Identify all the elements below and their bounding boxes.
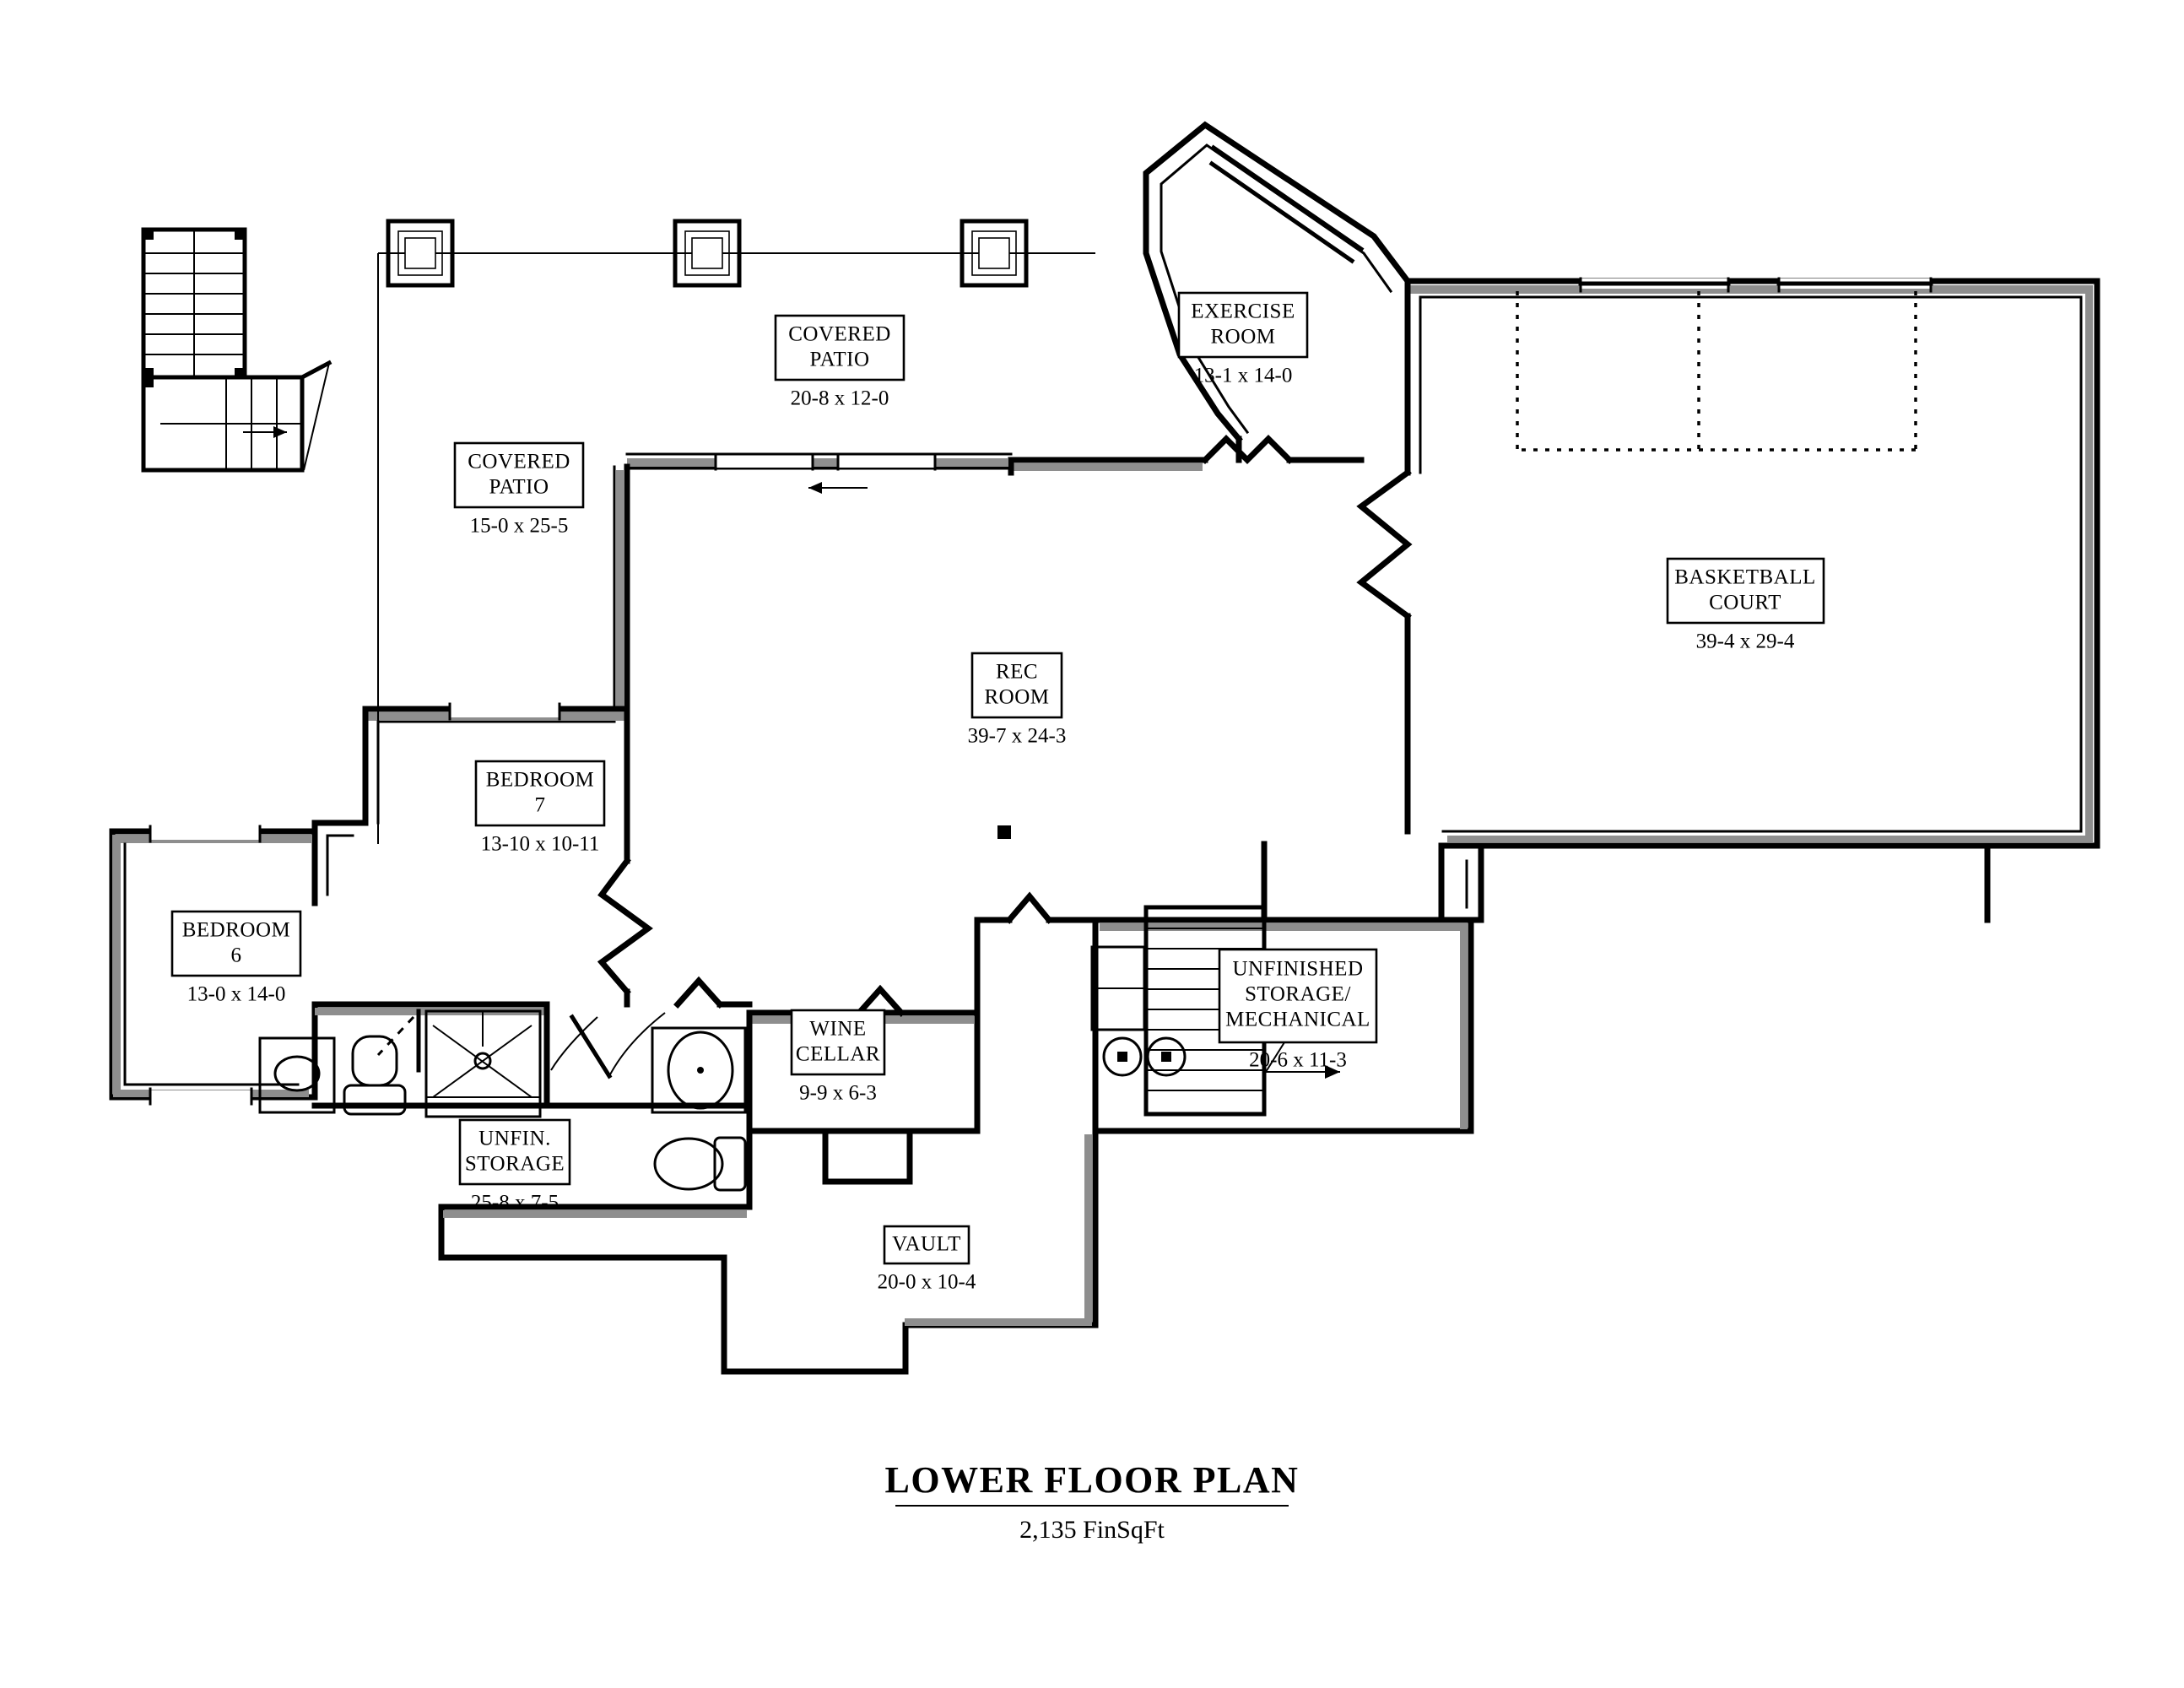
room-dimensions: 39-7 x 24-3: [968, 725, 1067, 748]
room-label-line: PATIO: [809, 349, 869, 371]
room-label-exercise-room: EXERCISE ROOM 13-1 x 14-0: [1177, 291, 1309, 387]
room-dimensions: 20-6 x 11-3: [1249, 1049, 1347, 1072]
room-label-line: BEDROOM: [486, 769, 595, 792]
shower: [424, 1009, 542, 1118]
room-dimensions: 25-8 x 7-5: [471, 1192, 559, 1215]
patio-columns: [386, 219, 1029, 288]
room-label-line: 6: [231, 944, 242, 967]
room-label-line: STORAGE: [465, 1153, 565, 1176]
plan-marker: [997, 825, 1011, 839]
room-label-line: COVERED: [468, 451, 570, 473]
room-label-rec-room: REC ROOM 39-7 x 24-3: [968, 652, 1067, 748]
room-dimensions: 20-8 x 12-0: [791, 387, 889, 410]
room-label-line: BASKETBALL: [1674, 566, 1816, 589]
room-labels: BASKETBALL COURT 39-4 x 29-4 EXERCISE RO…: [170, 291, 1825, 1294]
room-label-line: REC: [996, 661, 1038, 684]
exterior-stair: [141, 227, 332, 473]
mechanical-fixtures: [1090, 945, 1187, 1077]
room-label-vault: VAULT 20-0 x 10-4: [878, 1225, 976, 1294]
page-title: LOWER FLOOR PLAN: [885, 1459, 1300, 1501]
room-label-line: ROOM: [1210, 326, 1275, 349]
room-label-line: WINE: [809, 1018, 866, 1041]
room-label-line: UNFIN.: [478, 1128, 551, 1150]
room-dimensions: 13-10 x 10-11: [481, 833, 600, 856]
room-label-line: 7: [535, 794, 546, 817]
room-label-line: ROOM: [984, 686, 1049, 709]
room-dimensions: 15-0 x 25-5: [470, 515, 569, 538]
room-label-basketball-court: BASKETBALL COURT 39-4 x 29-4: [1666, 557, 1825, 653]
room-dimensions: 20-0 x 10-4: [878, 1271, 976, 1294]
room-label-unfin-storage: UNFIN. STORAGE 25-8 x 7-5: [458, 1118, 571, 1215]
room-label-line: VAULT: [892, 1233, 961, 1256]
bath-1-fixtures: [569, 1012, 747, 1192]
room-label-line: COURT: [1709, 592, 1781, 614]
water-heater: [1102, 1036, 1143, 1077]
room-label-covered-patio-2: COVERED PATIO 15-0 x 25-5: [453, 441, 585, 538]
patio-column: [386, 219, 455, 288]
page-subtitle: 2,135 FinSqFt: [1019, 1516, 1165, 1544]
room-label-wine-cellar: WINE CELLAR 9-9 x 6-3: [790, 1009, 886, 1105]
patio-column: [960, 219, 1029, 288]
room-label-line: CELLAR: [796, 1043, 880, 1066]
toilet: [653, 1136, 747, 1192]
room-label-line: UNFINISHED: [1233, 958, 1364, 981]
room-dimensions: 39-4 x 29-4: [1696, 630, 1795, 653]
room-dimensions: 9-9 x 6-3: [799, 1082, 877, 1105]
room-label-line: EXERCISE: [1191, 300, 1295, 323]
room-label-line: PATIO: [489, 476, 549, 499]
room-label-bedroom-6: BEDROOM 6 13-0 x 14-0: [170, 910, 302, 1006]
room-dimensions: 13-0 x 14-0: [187, 983, 286, 1006]
room-label-bedroom-7: BEDROOM 7 13-10 x 10-11: [474, 760, 606, 856]
room-label-line: COVERED: [788, 323, 891, 346]
room-label-unfinished-storage-mechanical: UNFINISHED STORAGE/ MECHANICAL 20-6 x 11…: [1218, 948, 1378, 1072]
bath-2-fixtures: [258, 1009, 598, 1118]
building-shell: [109, 121, 2100, 1375]
water-heater: [1146, 1036, 1187, 1077]
plan-title-block: LOWER FLOOR PLAN 2,135 FinSqFt: [885, 1459, 1300, 1544]
room-label-covered-patio-1: COVERED PATIO 20-8 x 12-0: [774, 314, 905, 410]
room-dimensions: 13-1 x 14-0: [1194, 365, 1293, 387]
room-label-line: STORAGE/: [1245, 983, 1351, 1006]
toilet: [343, 1035, 407, 1116]
room-label-line: MECHANICAL: [1225, 1009, 1370, 1031]
room-label-line: BEDROOM: [182, 919, 291, 942]
patio-column: [673, 219, 742, 288]
